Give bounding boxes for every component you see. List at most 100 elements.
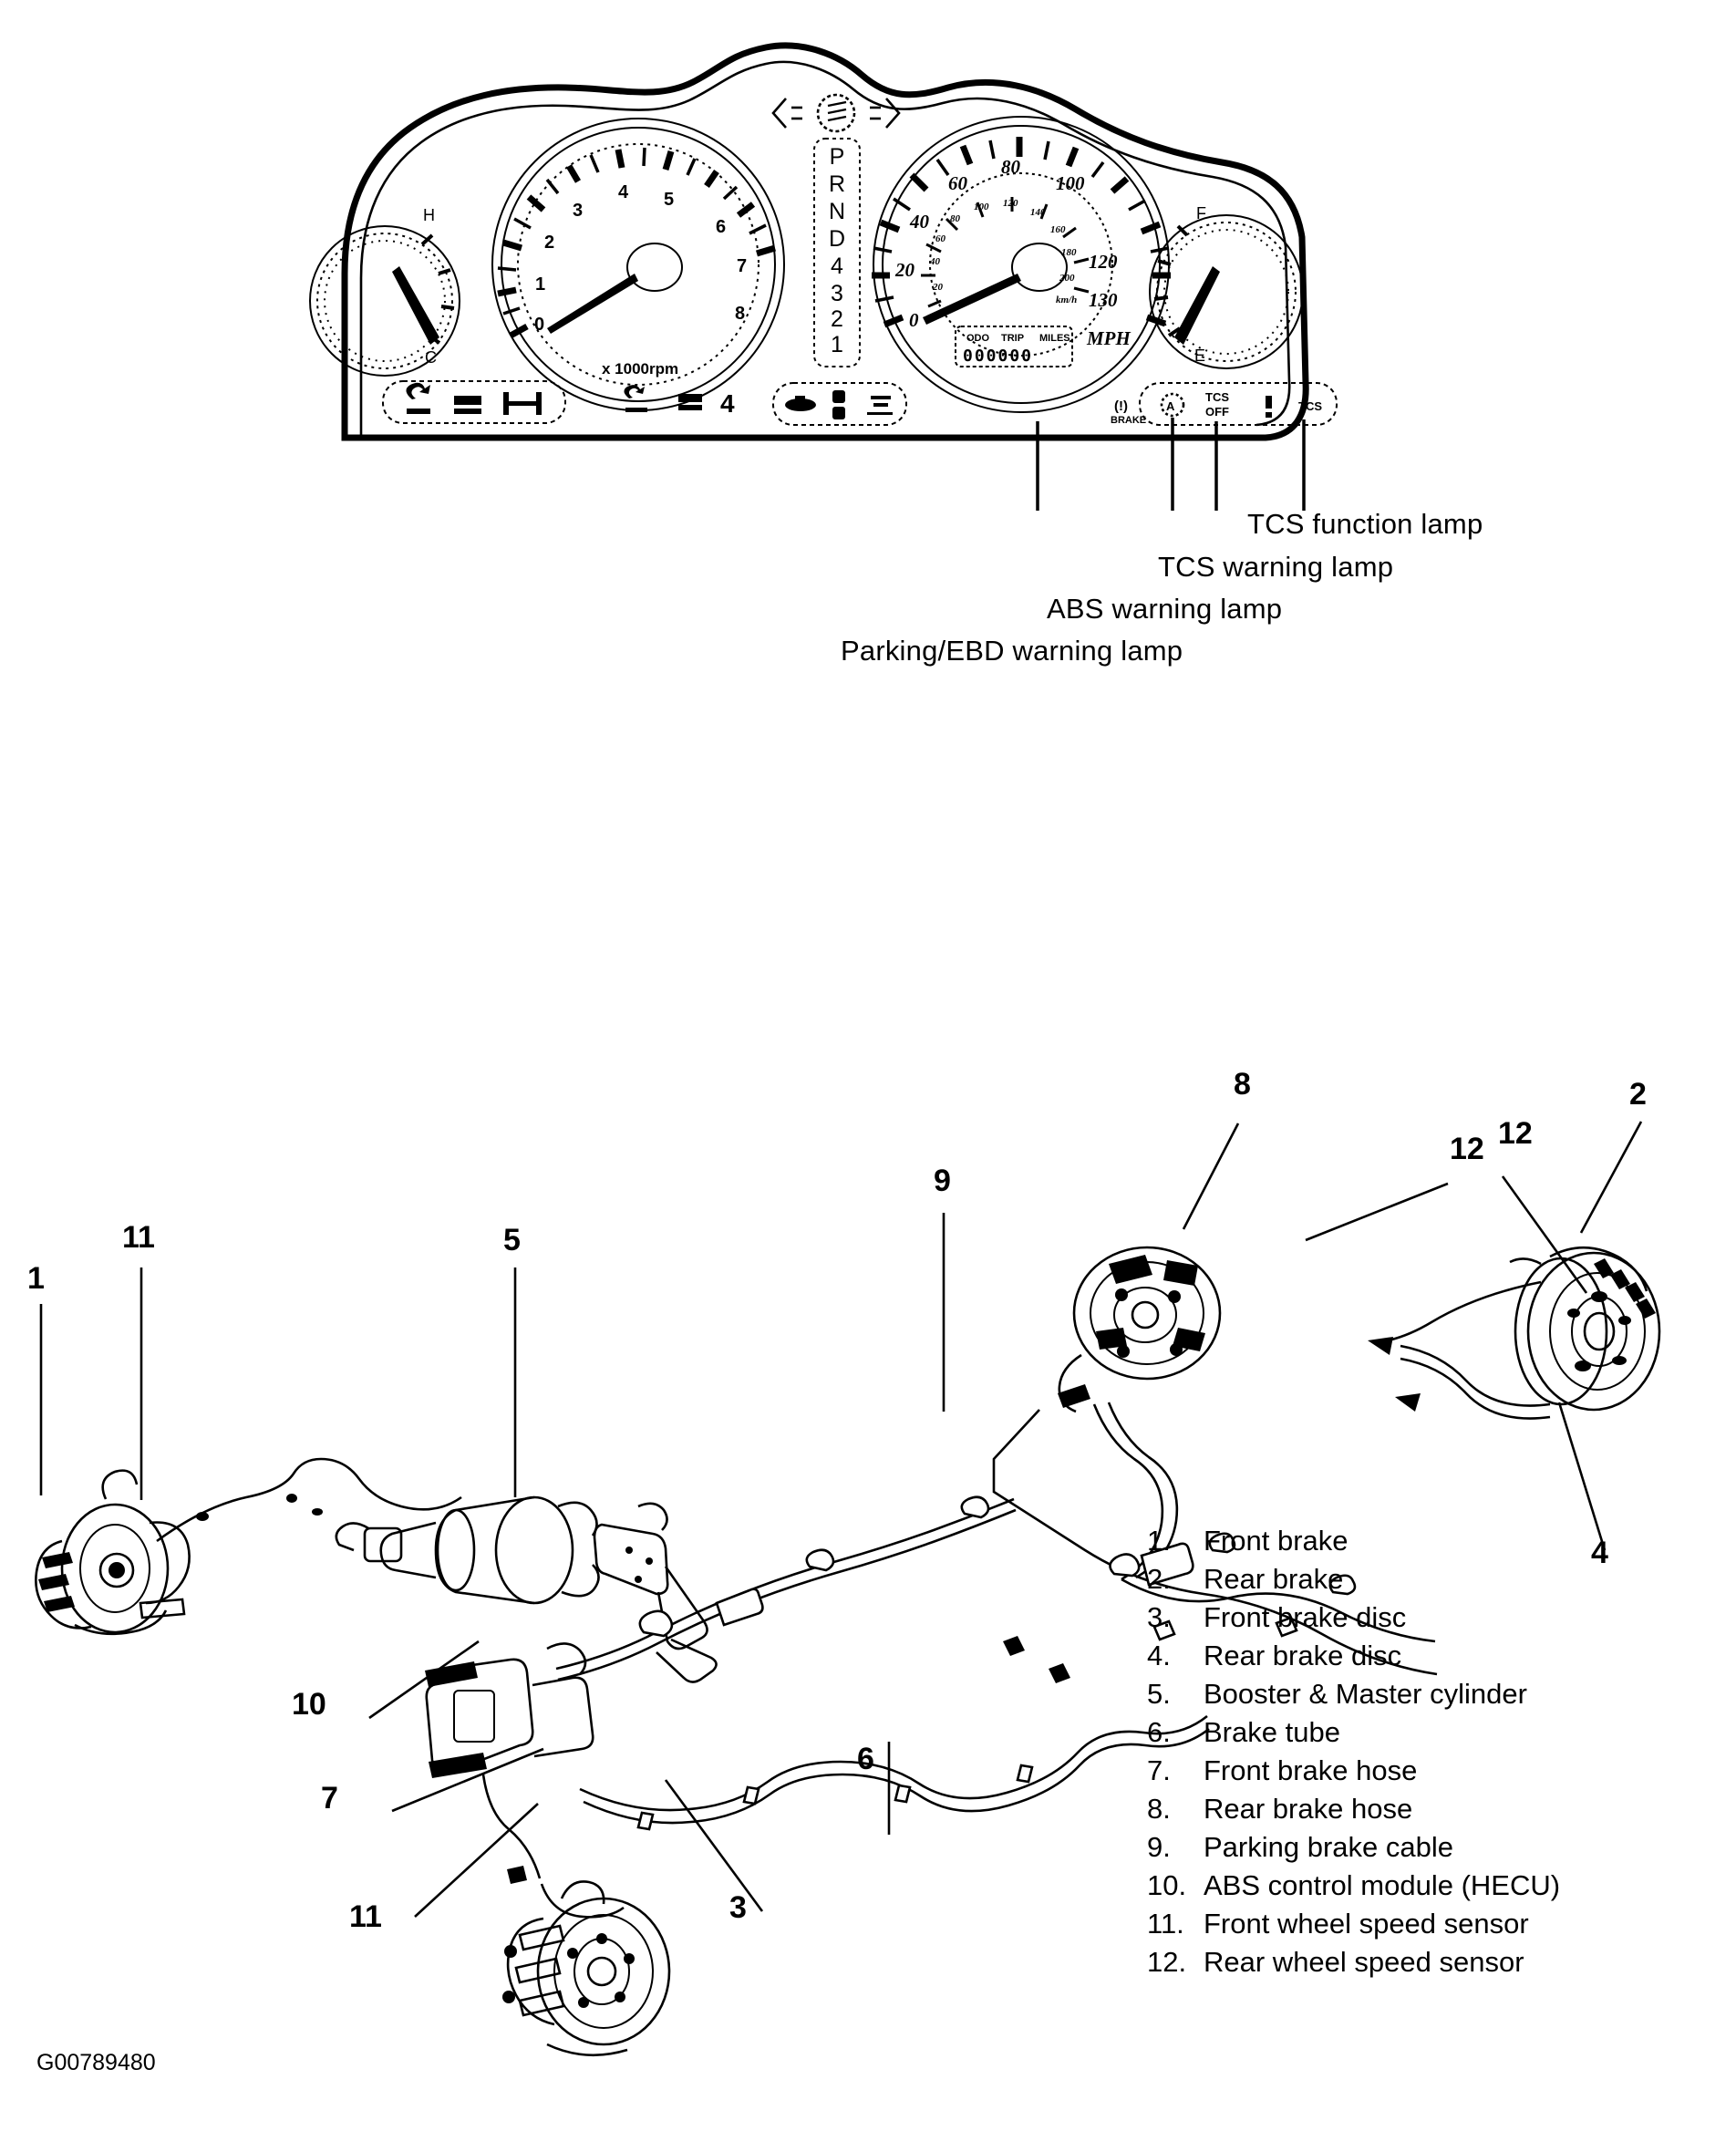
front-brake-tube-left (156, 1457, 462, 1543)
tach-tick-0: 0 (534, 315, 544, 335)
legend-item: 12. Rear wheel speed sensor (1147, 1946, 1712, 1984)
callout-tcs-function-lamp: TCS function lamp (1247, 508, 1483, 540)
speed-kmh-160: 160 (1050, 224, 1066, 235)
parking-ebd-warning-lamp-symbol: (!) BRAKE (1111, 398, 1146, 426)
tach-tick-5: 5 (664, 190, 674, 210)
speed-kmh-40: 40 (929, 256, 941, 267)
svg-text:(!): (!) (1114, 398, 1128, 414)
legend-number: 4. (1147, 1640, 1171, 1671)
legend-label: Front wheel speed sensor (1204, 1908, 1529, 1940)
svg-text:OFF: OFF (1205, 405, 1229, 419)
brake-tube-clips (636, 1764, 1034, 1831)
tach-tick-2: 2 (544, 233, 554, 253)
diagram-callout-12-upper: 12 (1450, 1132, 1484, 1166)
fuel-gauge: F E (1149, 204, 1304, 369)
legend-label: ABS control module (HECU) (1204, 1869, 1561, 1901)
callout-tcs-warning-lamp: TCS warning lamp (1158, 551, 1394, 583)
legend-label: Front brake disc (1204, 1601, 1407, 1633)
legend-label: Rear wheel speed sensor (1204, 1946, 1524, 1978)
odometer-odo-label: ODO (966, 333, 990, 344)
gear-2: 2 (831, 306, 843, 332)
legend-number: 12. (1147, 1946, 1187, 1978)
svg-text:TCS: TCS (1205, 390, 1229, 404)
instrument-cluster-illustration: 0 1 2 3 4 5 6 7 8 x 1000rpm (309, 42, 1338, 511)
legend-number: 10. (1147, 1869, 1187, 1901)
legend-label: Rear brake disc (1204, 1640, 1402, 1671)
legend-label: Parking brake cable (1204, 1831, 1453, 1863)
tach-tick-7: 7 (737, 256, 747, 276)
temp-gauge-cold-label: C (425, 348, 437, 367)
speed-tick-20: 20 (894, 259, 915, 281)
exclamation-warning-lamp-symbol (1266, 396, 1272, 418)
svg-text:TCS: TCS (1298, 399, 1322, 413)
diagram-callout-4: 4 (1591, 1536, 1608, 1570)
legend-label: Brake tube (1204, 1716, 1340, 1748)
parking-brake-cable-hardware (638, 1495, 990, 1638)
speed-kmh-60: 60 (935, 233, 946, 244)
legend-item: 11. Front wheel speed sensor (1147, 1908, 1712, 1946)
legend-number: 1. (1147, 1525, 1171, 1557)
booster-master-cylinder (335, 1495, 600, 1605)
speed-tick-120: 120 (1089, 251, 1118, 273)
legend-item: 3. Front brake disc (1147, 1601, 1712, 1640)
diagram-callout-11-front-left: 11 (122, 1220, 155, 1255)
legend-number: 11. (1147, 1908, 1184, 1940)
figure-id-code: G00789480 (36, 2050, 156, 2075)
gear-R: R (829, 171, 845, 197)
svg-text:BRAKE: BRAKE (1111, 415, 1146, 426)
rear-cable-bundle-2 (1121, 1578, 1436, 1643)
fuel-gauge-empty-label: E (1194, 347, 1205, 365)
brake-pedal-assembly (593, 1502, 718, 1683)
gear-1: 1 (831, 332, 843, 357)
legend-number: 7. (1147, 1754, 1171, 1786)
legend-number: 5. (1147, 1678, 1171, 1710)
odometer-unit-label: MILES (1039, 333, 1070, 344)
diagram-callout-10: 10 (292, 1687, 326, 1722)
diagram-callout-11-front-right: 11 (349, 1899, 382, 1934)
gear-D: D (829, 226, 845, 252)
rear-left-brake-assembly (1058, 1246, 1222, 1413)
front-brake-hose-to-caliper (540, 1883, 625, 1919)
tach-tick-3: 3 (573, 201, 583, 221)
diagram-callout-5: 5 (503, 1223, 521, 1257)
odometer-display: ODO TRIP MILES 000000 (955, 326, 1073, 367)
diagram-callout-8: 8 (1234, 1067, 1251, 1102)
legend-label: Rear brake (1204, 1563, 1344, 1595)
legend-number: 3. (1147, 1601, 1171, 1633)
tach-tick-6: 6 (716, 217, 726, 237)
center-indicator-pod (772, 382, 907, 426)
rear-right-brake-assembly (1368, 1246, 1661, 1420)
cluster-callout-leader-lines (1036, 418, 1306, 511)
legend-item: 1. Front brake (1147, 1525, 1712, 1563)
turn-signal-indicators (771, 98, 901, 129)
abs-control-module-hecu (425, 1642, 594, 1778)
rear-cable-hardware (1109, 1532, 1357, 1641)
diagram-callout-1: 1 (27, 1261, 45, 1296)
speed-kmh-80: 80 (950, 213, 961, 224)
speed-kmh-180: 180 (1061, 247, 1077, 258)
odometer-trip-label: TRIP (1001, 333, 1024, 344)
gear-N: N (829, 199, 845, 224)
speedometer-gauge: 0 20 40 60 80 100 120 130 MPH 20 40 60 8… (872, 116, 1171, 413)
speed-tick-130: 130 (1089, 289, 1118, 311)
legend-label: Booster & Master cylinder (1204, 1678, 1527, 1710)
odometer-reading: 000000 (963, 347, 1033, 366)
headlight-indicator (816, 93, 856, 133)
diagram-callout-6: 6 (857, 1742, 874, 1776)
speed-unit-mph: MPH (1086, 327, 1132, 349)
legend-item: 4. Rear brake disc (1147, 1640, 1712, 1678)
tcs-off-warning-lamp-symbol: TCS OFF (1205, 390, 1229, 419)
speed-tick-80: 80 (1001, 156, 1021, 178)
left-indicator-pod (382, 380, 566, 424)
speed-kmh-20: 20 (932, 282, 944, 293)
legend-label: Rear brake hose (1204, 1793, 1413, 1825)
speed-kmh-unit: km/h (1056, 295, 1077, 305)
speed-tick-60: 60 (948, 172, 968, 194)
legend-number: 9. (1147, 1831, 1171, 1863)
legend-item: 2. Rear brake (1147, 1563, 1712, 1601)
legend-item: 9. Parking brake cable (1147, 1831, 1712, 1869)
seatbelt-indicator (832, 390, 845, 419)
legend-item: 6. Brake tube (1147, 1716, 1712, 1754)
tach-tick-1: 1 (535, 274, 545, 295)
tach-tick-8: 8 (735, 304, 745, 324)
